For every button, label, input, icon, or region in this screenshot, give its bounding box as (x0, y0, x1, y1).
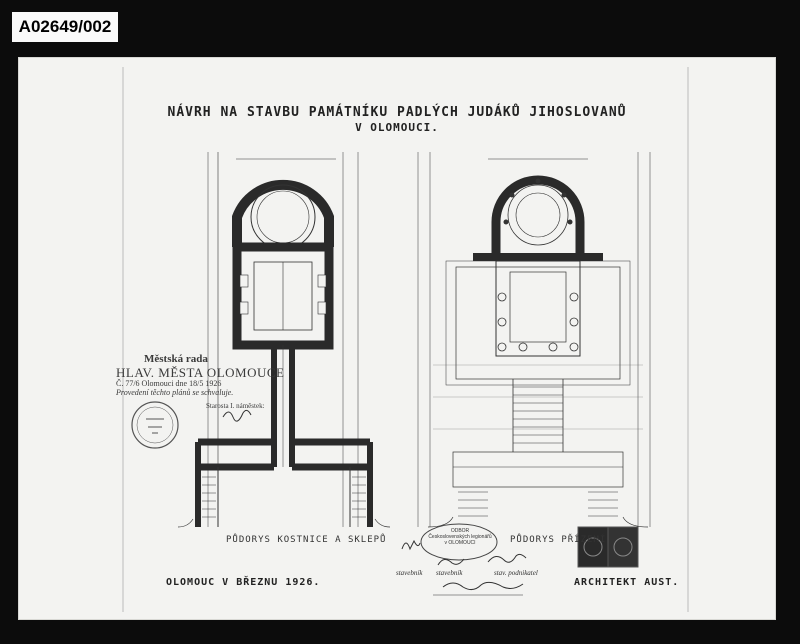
right-floor-plan (417, 152, 651, 528)
drawing-subtitle: V OLOMOUCI. (355, 121, 439, 134)
oval-stamp-line-3: v OLOMOUCI (444, 540, 476, 546)
floor-plan-drawing (122, 67, 689, 612)
stamp-line-5: Starosta I. náměstek: (206, 402, 265, 410)
drawing-sheet: NÁVRH NA STAVBU PAMÁTNÍKU PADLÝCH JUDÁKŮ… (18, 57, 776, 620)
round-seal (131, 401, 179, 449)
signatures (222, 409, 527, 596)
postage-stamps (577, 526, 639, 568)
architect-name: ARCHITEKT AUST. (574, 577, 680, 588)
stamp-line-1: Městská rada (144, 353, 208, 365)
stamp-line-2: HLAV. MĚSTA OLOMOUCE (116, 365, 285, 380)
right-plan-label: PŮDORYS PŘÍZEMÍ (510, 535, 607, 545)
left-plan-label: PŮDORYS KOSTNICE A SKLEPŮ (226, 535, 387, 545)
oval-stamp (420, 523, 498, 561)
archive-id-label: A02649/002 (12, 12, 118, 42)
signature-note-b: stavebník (436, 569, 463, 577)
left-floor-plan (177, 152, 391, 528)
signature-note-c: stav. podnikatel (494, 569, 538, 577)
oval-stamp-text: ODBOR Československých legionářů v OLOMO… (426, 528, 494, 546)
oval-stamp-line-1: ODBOR (450, 528, 470, 534)
place-date: OLOMOUC V BŘEZNU 1926. (166, 577, 321, 588)
drawing-title: NÁVRH NA STAVBU PAMÁTNÍKU PADLÝCH JUDÁKŮ… (167, 105, 627, 120)
oval-stamp-line-2: Československých legionářů (428, 534, 492, 540)
signature-note-a: stavebník (396, 569, 423, 577)
stamp-line-3: Č. 77/6 Olomouci dne 18/5 1926 (116, 379, 222, 388)
stamp-line-4: Provedení těchto plánů se schvaluje. (116, 388, 234, 397)
